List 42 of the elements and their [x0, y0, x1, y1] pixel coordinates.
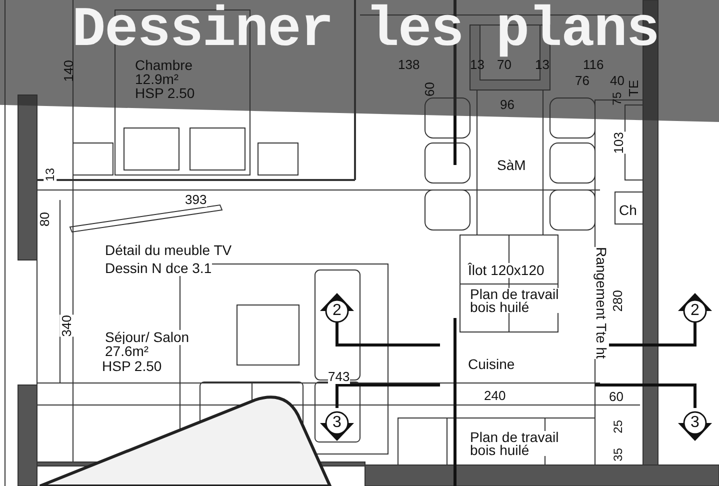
- plan-label: Détail du meuble TV: [105, 243, 232, 258]
- plan-label: 96: [500, 98, 514, 112]
- plan-label: 138: [398, 58, 420, 72]
- dimension-label: 13: [44, 168, 57, 182]
- dimension-label: 75: [611, 92, 624, 106]
- plan-label: Dessin N dce 3.1: [105, 261, 212, 276]
- dimension-label: TE: [627, 80, 641, 97]
- dimension-label: 140: [62, 60, 76, 82]
- plan-label: 240: [484, 389, 506, 403]
- plan-label: 70: [497, 58, 512, 72]
- section-number: 2: [690, 302, 700, 320]
- plan-label: 12.9m²: [135, 72, 179, 87]
- dimension-label: Rangement Tte ht: [594, 247, 609, 359]
- plan-label: 76: [575, 74, 590, 88]
- plan-label: Ch: [619, 203, 637, 218]
- plan-label: 116: [583, 58, 604, 72]
- plan-label: Cuisine: [468, 357, 515, 372]
- dimension-label: 103: [612, 132, 626, 154]
- plan-label: 393: [185, 193, 207, 207]
- plan-label: HSP 2.50: [135, 86, 195, 101]
- plan-label: 40: [610, 74, 624, 88]
- dimension-label: 25: [612, 420, 625, 434]
- plan-label: Séjour/ Salon: [105, 330, 190, 345]
- plan-label: 13: [535, 58, 550, 72]
- dimension-label: 340: [60, 315, 74, 337]
- section-number: 3: [690, 414, 700, 432]
- section-number: 3: [332, 414, 342, 432]
- plan-label: Plan de travail bois huilé: [470, 431, 560, 456]
- plan-label: Plan de travail bois huilé: [470, 288, 560, 314]
- plan-label: 743: [328, 370, 350, 384]
- plan-label: 60: [609, 390, 624, 404]
- dimension-label: 35: [612, 448, 625, 462]
- dimension-label: 280: [611, 290, 625, 312]
- dimension-label: 80: [38, 212, 52, 226]
- dimension-label: 60: [423, 82, 437, 96]
- plan-label: 27.6m²: [105, 344, 149, 359]
- plan-label: SàM: [497, 158, 526, 173]
- plan-label: Îlot 120x120: [468, 263, 544, 278]
- plan-label: Chambre: [135, 58, 193, 73]
- plan-label: HSP 2.50: [102, 359, 162, 374]
- section-number: 2: [332, 302, 342, 320]
- plan-label: 13: [470, 58, 484, 72]
